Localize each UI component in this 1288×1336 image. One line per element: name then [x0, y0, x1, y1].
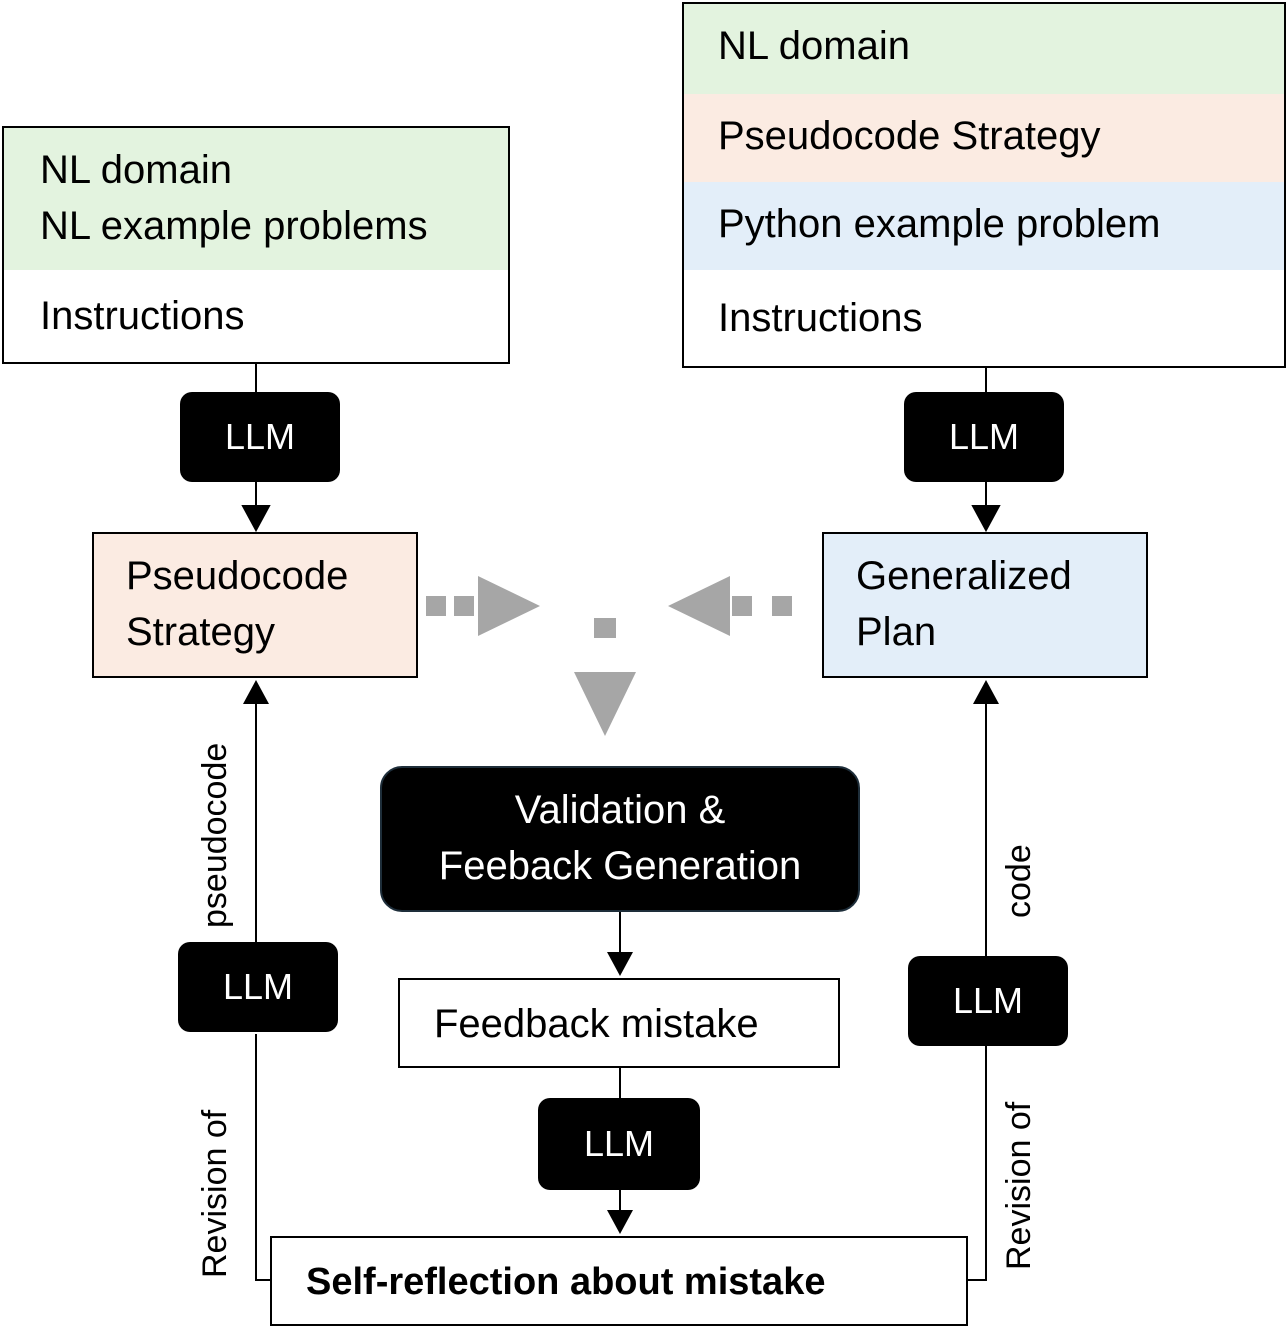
feedback-mistake-node: Feedback mistake: [398, 978, 840, 1068]
left-loop-arrowhead: [243, 680, 269, 704]
right-prompt-box: NL domain Pseudocode Strategy Python exa…: [682, 2, 1286, 368]
left-loop-lower: [255, 1034, 270, 1281]
validation-line2: Feeback Generation: [438, 844, 802, 888]
left-prompt-nl-domain: NL domain: [40, 148, 232, 192]
left-prompt-nl-examples: NL example problems: [40, 204, 428, 248]
right-prompt-instructions: Instructions: [718, 296, 923, 340]
gray-dash-down: [594, 618, 616, 638]
right-prompt-python-example: Python example problem: [684, 182, 1284, 270]
gray-dash-right-1: [772, 596, 792, 616]
generalized-plan-line2: Plan: [856, 610, 937, 654]
validation-line1: Validation &: [514, 788, 726, 832]
edge-label-left-pseudocode: pseudocode: [196, 742, 234, 928]
self-reflection-label: Self-reflection about mistake: [306, 1261, 826, 1303]
pseudocode-strategy-node: Pseudocode Strategy: [92, 532, 418, 678]
llm-node-left-bottom: LLM: [178, 942, 338, 1032]
gray-dash-left-2: [454, 596, 474, 616]
validation-feedback-node: Validation & Feeback Generation: [380, 766, 860, 912]
edge-label-left-revision: Revision of: [196, 1109, 234, 1278]
right-llm-arrow: [971, 482, 1001, 533]
pseudocode-strategy-line2: Strategy: [126, 610, 275, 654]
gray-arrowhead-left: [668, 576, 730, 636]
pseudocode-strategy-line1: Pseudocode: [126, 554, 349, 598]
self-reflection-node: Self-reflection about mistake: [270, 1236, 968, 1326]
generalized-plan-node: Generalized Plan: [822, 532, 1148, 678]
gray-dashed-arrows: [426, 576, 792, 736]
left-prompt-instructions: Instructions: [40, 294, 245, 338]
left-prompt-box: NL domain NL example problems Instructio…: [2, 126, 510, 364]
right-loop-arrowhead: [973, 680, 999, 704]
left-llm-arrow: [241, 482, 271, 533]
gray-dash-right-2: [732, 596, 752, 616]
gray-dash-left-1: [426, 596, 446, 616]
right-prompt-pseudocode-strategy: Pseudocode Strategy: [684, 94, 1284, 182]
llm-node-right-bottom: LLM: [908, 956, 1068, 1046]
right-prompt-nl-domain: NL domain: [684, 4, 1284, 94]
llm-node-right-top: LLM: [904, 392, 1064, 482]
edge-label-right-revision: Revision of: [1000, 1101, 1038, 1270]
gray-arrowhead-right: [478, 576, 540, 636]
generalized-plan-line1: Generalized: [856, 554, 1072, 598]
center-llm-arrowhead: [607, 1210, 633, 1234]
feedback-mistake-label: Feedback mistake: [434, 1002, 759, 1046]
left-prompt-green-band: NL domain NL example problems: [4, 128, 508, 270]
llm-node-left-top: LLM: [180, 392, 340, 482]
gray-arrowhead-down: [574, 672, 636, 736]
validation-arrowhead: [607, 952, 633, 976]
llm-node-center: LLM: [538, 1098, 700, 1190]
edge-label-right-code: code: [1000, 844, 1038, 918]
right-loop-lower: [968, 1046, 987, 1281]
